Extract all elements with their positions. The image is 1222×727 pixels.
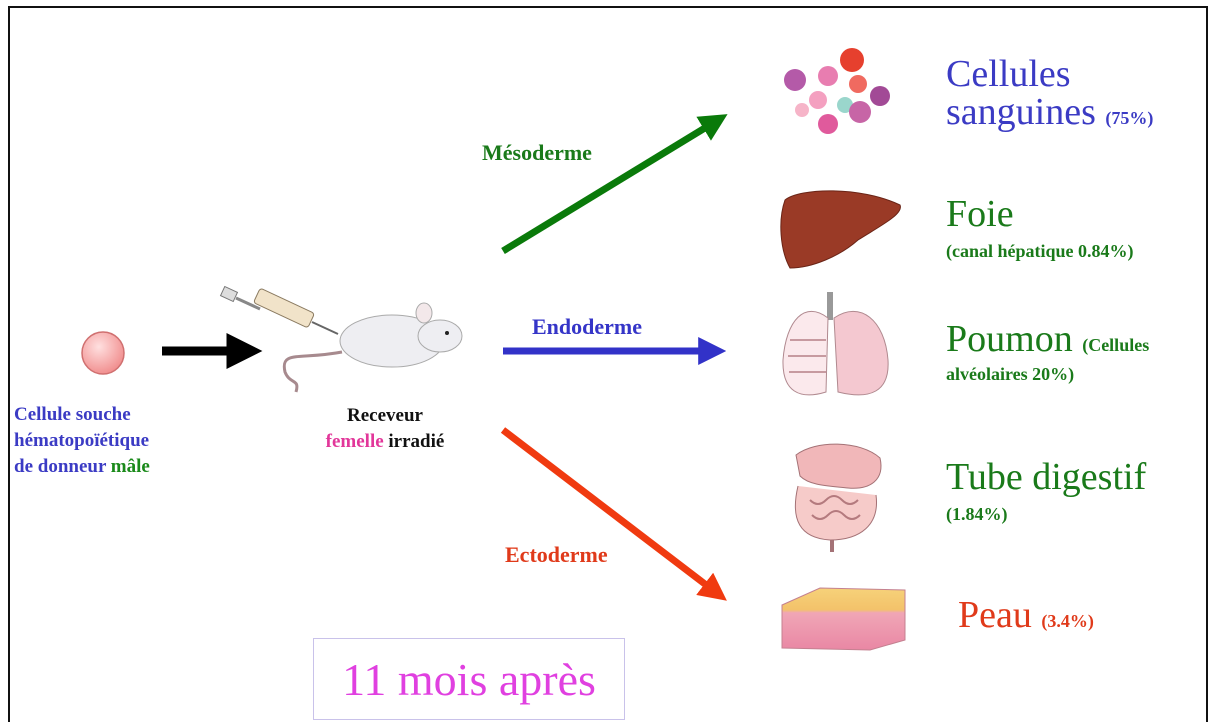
stem-cell-icon <box>82 332 124 374</box>
ectoderm-label: Ectoderme <box>505 542 608 568</box>
mesoderm-label: Mésoderme <box>482 140 592 166</box>
male-text: mâle <box>111 456 150 477</box>
liver-outcome: Foie (canal hépatique 0.84%) <box>946 195 1134 262</box>
gut-name: Tube digestif <box>946 458 1146 496</box>
gut-detail: (1.84%) <box>946 504 1146 525</box>
lung-outcome: Poumon (Cellules alvéolaires 20%) <box>946 320 1149 385</box>
blood-outcome-line2: sanguines (75%) <box>946 93 1153 137</box>
donor-text: de donneur <box>14 456 111 477</box>
lungs-icon <box>783 292 888 395</box>
female-text: femelle <box>326 431 384 452</box>
blood-outcome: Cellules sanguines (75%) <box>946 55 1153 137</box>
blood-outcome-line1: Cellules <box>946 55 1153 93</box>
stem-cell-label-line3: de donneur mâle <box>14 454 150 480</box>
liver-icon <box>781 191 901 268</box>
digestive-tract-icon <box>795 444 881 552</box>
syringe-icon <box>221 287 338 334</box>
skin-pct: (3.4%) <box>1041 611 1094 631</box>
skin-icon <box>782 588 905 650</box>
lung-detail-b: alvéolaires 20%) <box>946 364 1149 385</box>
timing-text: 11 mois après <box>342 653 596 706</box>
liver-detail: (canal hépatique 0.84%) <box>946 241 1134 262</box>
lung-detail-a: (Cellules <box>1082 335 1149 355</box>
endoderm-label: Endoderme <box>532 314 642 340</box>
blood-cells-icon <box>784 48 890 134</box>
lung-name: Poumon <box>946 318 1082 360</box>
stem-cell-label: Cellule souche hématopoïétique de donneu… <box>14 402 150 480</box>
blood-name-text: sanguines <box>946 91 1105 133</box>
gut-outcome: Tube digestif (1.84%) <box>946 458 1146 525</box>
stem-cell-label-line1: Cellule souche <box>14 402 150 428</box>
recipient-label: Receveur femelle irradié <box>300 403 470 455</box>
liver-name: Foie <box>946 195 1134 233</box>
ectoderm-arrow <box>503 430 718 594</box>
blood-pct: (75%) <box>1105 108 1153 128</box>
irradiated-text: irradié <box>384 431 445 452</box>
recipient-label-line2: femelle irradié <box>300 429 470 455</box>
stem-cell-label-line2: hématopoïétique <box>14 428 150 454</box>
timing-box: 11 mois après <box>313 638 625 720</box>
skin-outcome: Peau (3.4%) <box>958 596 1094 634</box>
skin-name: Peau <box>958 594 1041 636</box>
recipient-label-line1: Receveur <box>300 403 470 429</box>
